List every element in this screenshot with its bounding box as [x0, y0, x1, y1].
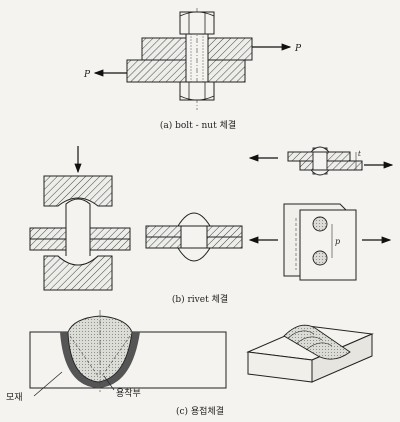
bolt-head: [179, 81, 215, 101]
welded-plates-3d: [246, 324, 374, 383]
weld-bead: [67, 315, 133, 383]
nut: [179, 11, 215, 35]
weld-cross-section-figure: 모재 용착부: [6, 310, 227, 403]
rivet-top-head: [177, 212, 211, 227]
upper-die: [43, 175, 113, 207]
force-label-right: P: [294, 44, 302, 54]
weld-zone-label: 용착부: [116, 388, 141, 399]
weld-seam-3d: [283, 324, 351, 360]
riveting-press-figure: [29, 175, 131, 291]
finished-rivet-figure: [145, 212, 243, 262]
rivet-hole-top: [312, 216, 328, 232]
caption-welding: (c) 용접체결: [176, 405, 224, 417]
rivet-plate-bottom-r: [89, 238, 131, 251]
rivet-plate-bottom: [29, 238, 67, 251]
rivet-body: [65, 198, 91, 259]
rivet-lap-joint-top: p: [248, 203, 392, 281]
rivet-plate-top-r: [89, 227, 131, 240]
force-label-left: P: [83, 70, 91, 80]
rivet-lap-joint-side: t: [248, 146, 394, 176]
rivet-hole-bottom: [312, 250, 328, 266]
pitch-label: p: [335, 237, 340, 246]
base-metal-label: 모재: [6, 392, 23, 403]
rivet-plate-top: [29, 227, 67, 240]
caption-bolt-nut: (a) bolt - nut 체결: [160, 120, 236, 131]
rivet-bottom-head: [177, 247, 211, 262]
thickness-label: t: [358, 150, 361, 158]
bolt-nut-figure: P P: [83, 8, 302, 110]
caption-rivet: (b) rivet 체결: [172, 294, 228, 305]
